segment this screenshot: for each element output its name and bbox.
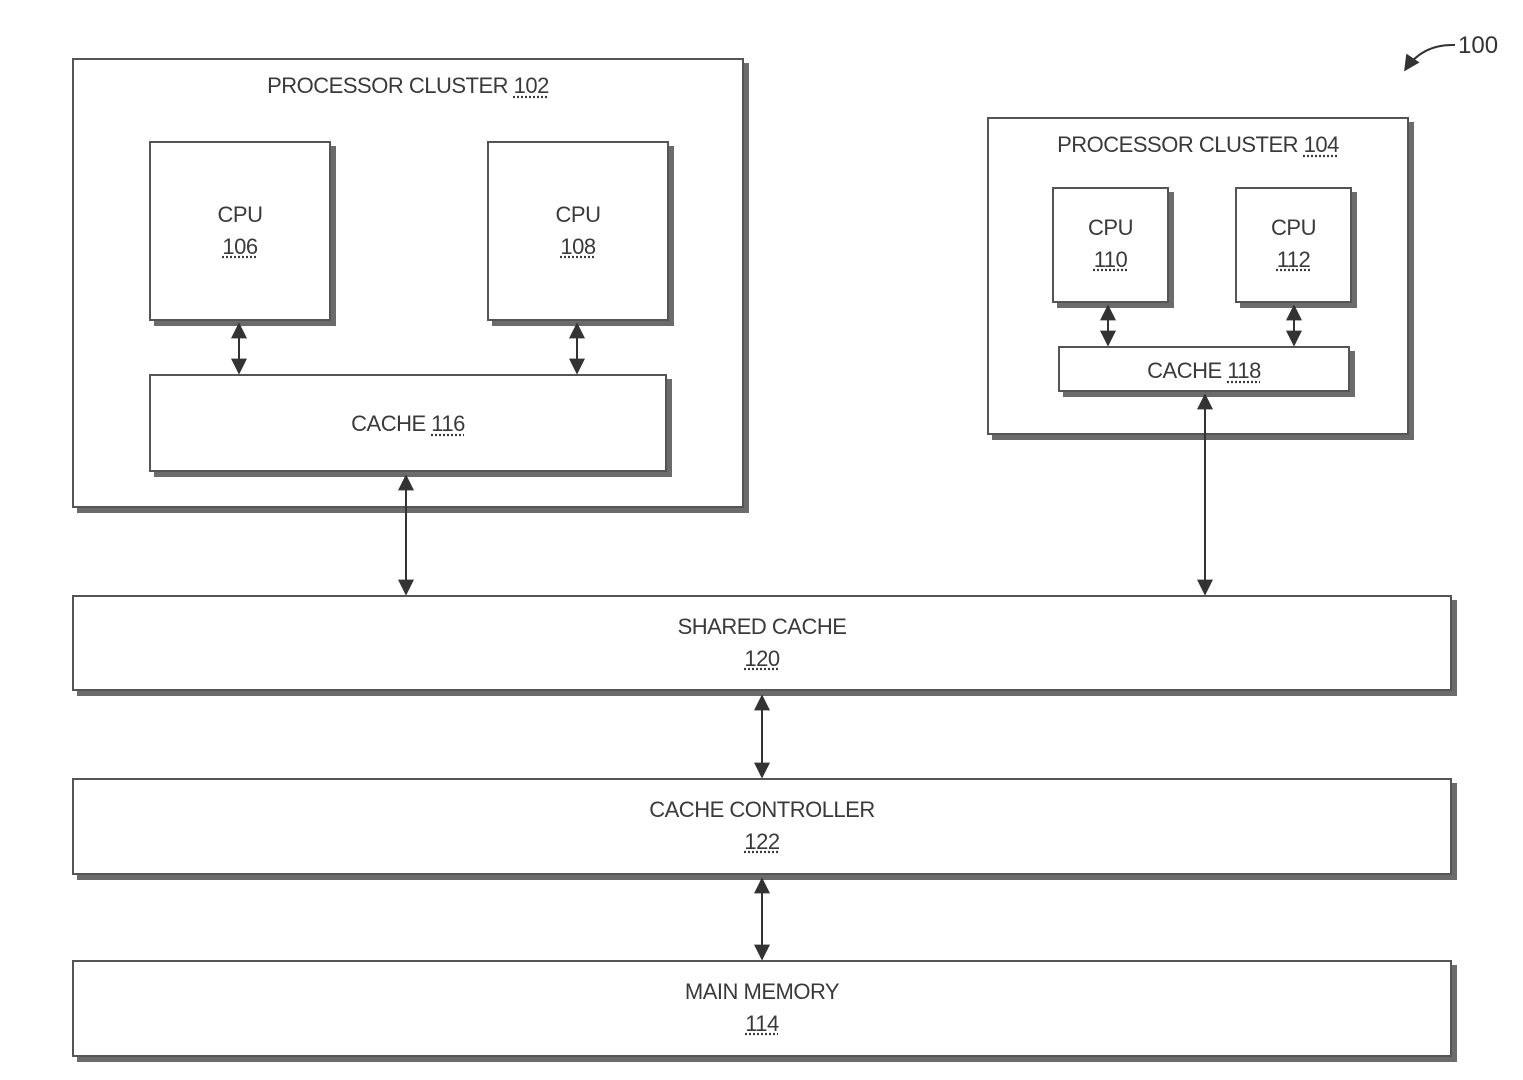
cpu-106: CPU 106	[149, 141, 331, 321]
cluster-title: PROCESSOR CLUSTER 104	[1057, 132, 1339, 157]
cache-controller-label: CACHE CONTROLLER 122	[649, 797, 875, 854]
cpu-label: CPU 108	[555, 202, 601, 259]
cache-118: CACHE 118	[1058, 346, 1350, 392]
cache-label: CACHE 116	[351, 411, 465, 436]
shared-cache-label: SHARED CACHE 120	[677, 614, 847, 671]
main-memory-label: MAIN MEMORY 114	[684, 979, 840, 1036]
cpu-112: CPU 112	[1235, 187, 1352, 303]
cpu-108: CPU 108	[487, 141, 669, 321]
cpu-label: CPU 112	[1271, 215, 1316, 272]
cpu-label: CPU 106	[217, 202, 263, 259]
cpu-label: CPU 110	[1088, 215, 1133, 272]
cache-controller-122: CACHE CONTROLLER 122	[72, 778, 1452, 875]
shared-cache-120: SHARED CACHE 120	[72, 595, 1452, 691]
figure-ref-number: 100	[1458, 32, 1499, 59]
cache-116: CACHE 116	[149, 374, 667, 472]
figure-ref-leader	[1404, 43, 1456, 72]
cache-label: CACHE 118	[1147, 358, 1261, 383]
cluster-title: PROCESSOR CLUSTER 102	[267, 73, 549, 98]
main-memory-114: MAIN MEMORY 114	[72, 960, 1452, 1057]
cpu-110: CPU 110	[1052, 187, 1169, 303]
